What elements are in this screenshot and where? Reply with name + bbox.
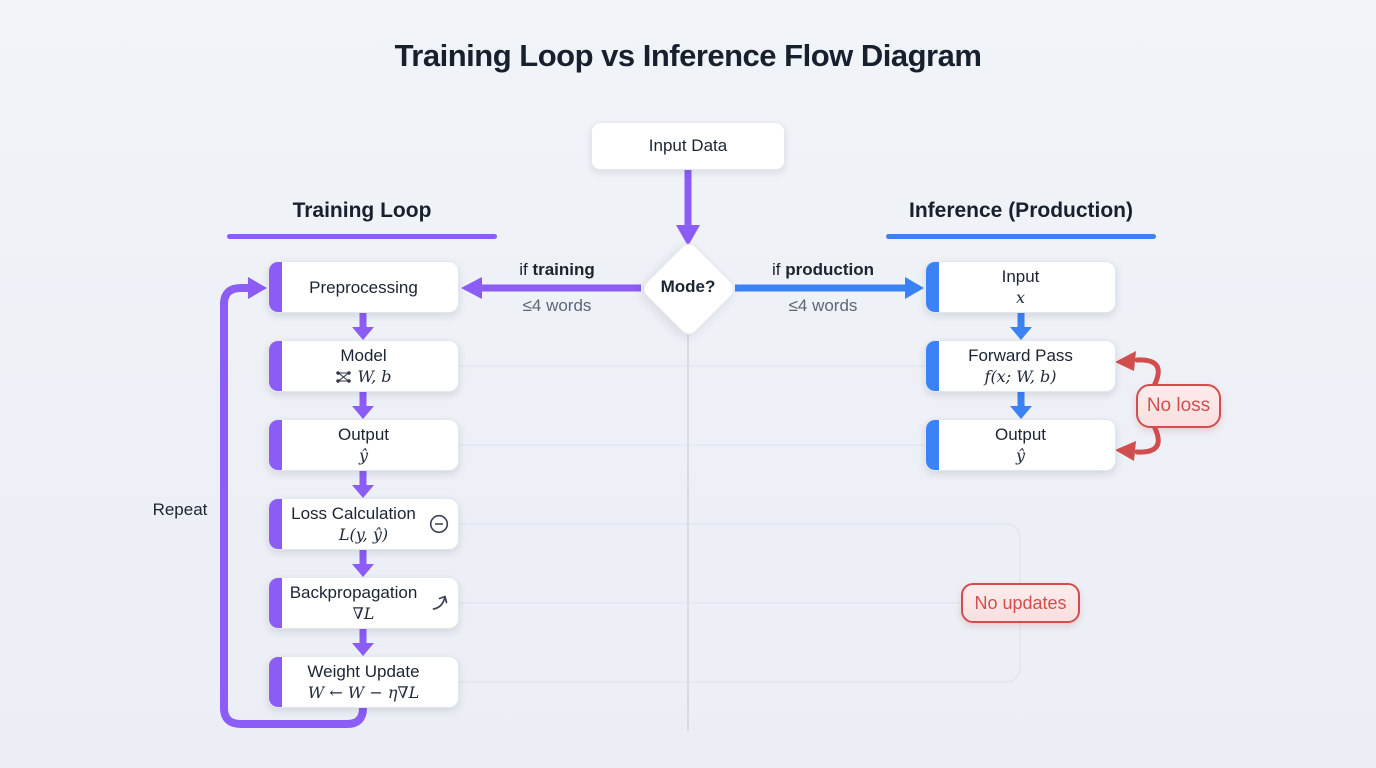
branch-label-production: if production (743, 260, 903, 280)
node-title: Output (994, 425, 1047, 444)
arrowhead-preprocessing-model (352, 327, 374, 340)
accent-bar (926, 420, 939, 470)
faint-cross-links (459, 365, 1021, 683)
training-step-backpropagation: Backpropagation ∇L (268, 577, 459, 629)
arrowhead-mode-to-input (905, 277, 924, 299)
branch-right-keyword: production (785, 260, 874, 279)
inference-header-underline (886, 234, 1156, 239)
inference-step-output: Output ŷ (925, 419, 1116, 471)
no-updates-badge-label: No updates (974, 592, 1067, 613)
accent-bar (926, 262, 939, 312)
link-no-updates-bracket (459, 523, 1021, 683)
arrowhead-repeat-loop (248, 277, 267, 299)
arrowhead-output-loss (352, 485, 374, 498)
accent-bar (269, 420, 282, 470)
node-formula: f(x; W, b) (984, 367, 1057, 386)
decision-label: Mode? (660, 277, 716, 296)
node-formula: ∇L (352, 604, 375, 623)
branch-note-production: ≤4 words (788, 296, 858, 315)
network-icon (336, 370, 352, 383)
curve-no-loss-to-output (1134, 423, 1161, 455)
inference-step-input: Input x (925, 261, 1116, 313)
arrowhead-no-loss-to-output (1115, 441, 1136, 461)
node-formula: L(y, ŷ) (338, 525, 389, 544)
inference-step-forward-pass: Forward Pass f(x; W, b) (925, 340, 1116, 392)
training-step-output: Output ŷ (268, 419, 459, 471)
node-title: Backpropagation (289, 583, 418, 602)
node-formula: ŷ (1015, 446, 1026, 465)
training-step-model: Model W, b (268, 340, 459, 392)
no-updates-badge: No updates (961, 583, 1080, 623)
arrowhead-input-forwardpass (1010, 327, 1032, 340)
training-header-underline (227, 234, 497, 239)
no-loss-badge: No loss (1136, 384, 1221, 428)
training-header: Training Loop (292, 199, 432, 222)
arrowhead-model-output (352, 406, 374, 419)
branch-left-prefix: if (519, 260, 533, 279)
node-formula: W, b (335, 366, 392, 387)
node-formula: x (1015, 288, 1026, 307)
node-input-data-label: Input Data (648, 136, 728, 155)
arrowhead-backprop-weightupdate (352, 643, 374, 656)
training-step-loss-calculation: Loss Calculation L(y, ŷ) (268, 498, 459, 550)
node-title: Model (340, 346, 387, 365)
accent-bar (269, 578, 282, 628)
page-title: Training Loop vs Inference Flow Diagram (394, 38, 982, 73)
accent-bar (269, 262, 282, 312)
repeat-loop-label: Repeat (152, 500, 208, 519)
training-step-weight-update: Weight Update W ← W − η∇L (268, 656, 459, 708)
branch-left-keyword: training (532, 260, 595, 279)
accent-bar (926, 341, 939, 391)
accent-bar (269, 341, 282, 391)
node-title: Input (1001, 267, 1040, 286)
curve-no-loss-to-forwardpass (1134, 357, 1161, 389)
node-input-data: Input Data (591, 122, 785, 170)
node-formula: ŷ (358, 446, 369, 465)
node-formula-text: W, b (357, 367, 392, 386)
branch-note-training: ≤4 words (522, 296, 592, 315)
branch-label-training: if training (477, 260, 637, 280)
node-title: Forward Pass (968, 346, 1073, 365)
node-title: Weight Update (307, 662, 420, 681)
inference-header: Inference (Production) (908, 199, 1134, 222)
accent-bar (269, 499, 282, 549)
node-title: Output (337, 425, 390, 444)
branch-right-prefix: if (772, 260, 786, 279)
arrowhead-forwardpass-output (1010, 406, 1032, 419)
circled-minus-icon (429, 514, 449, 534)
arrowhead-no-loss-to-forwardpass (1115, 351, 1136, 371)
node-formula: W ← W − η∇L (307, 683, 420, 702)
accent-bar (269, 657, 282, 707)
training-step-preprocessing: Preprocessing (268, 261, 459, 313)
curved-arrow-up-icon (431, 594, 449, 612)
node-title: Preprocessing (309, 277, 418, 297)
arrowhead-loss-backprop (352, 564, 374, 577)
no-loss-badge-label: No loss (1146, 395, 1211, 416)
node-title: Loss Calculation (291, 504, 416, 523)
